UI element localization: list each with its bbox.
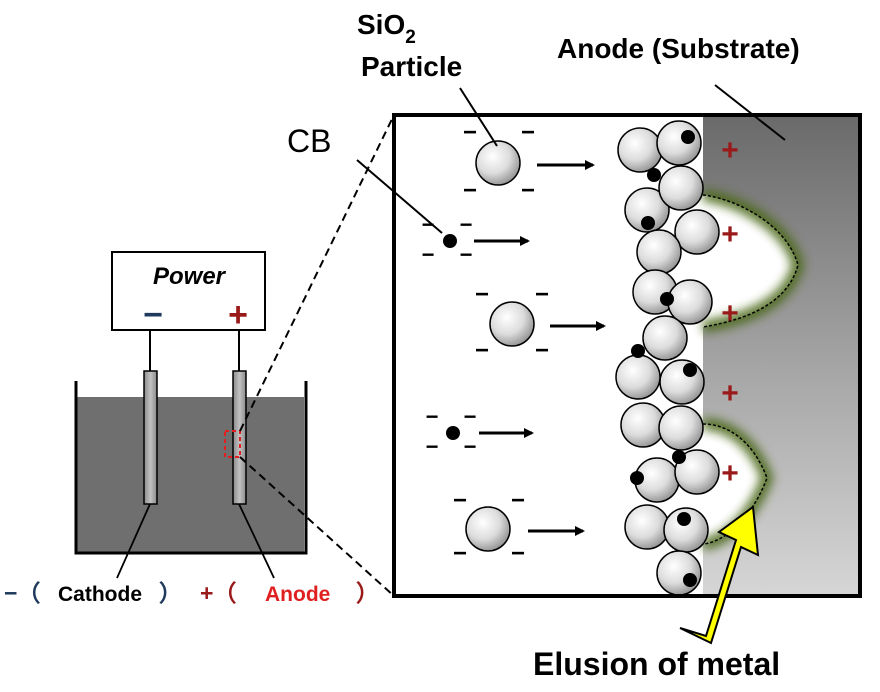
migrating-sio2-particle-2: − − − − bbox=[475, 281, 606, 364]
deposited-carbon-black bbox=[630, 130, 697, 587]
negative-charge: − bbox=[521, 177, 535, 204]
power-label: Power bbox=[153, 263, 227, 290]
cell-wires bbox=[149, 330, 240, 372]
negative-charge: − bbox=[460, 242, 473, 267]
carbon-black-particle bbox=[631, 344, 645, 358]
negative-charge: − bbox=[422, 242, 435, 267]
sio2-label-subscript: 2 bbox=[405, 27, 416, 48]
electrode-leader-lines bbox=[116, 503, 275, 579]
sio2-particle bbox=[658, 165, 704, 211]
anode-suffix: ） bbox=[356, 580, 379, 606]
sio2-particle bbox=[659, 359, 705, 405]
sio2-particle bbox=[615, 354, 661, 400]
negative-charge: − bbox=[453, 540, 467, 567]
carbon-black-particle bbox=[683, 573, 697, 587]
sio2-particle bbox=[642, 315, 688, 361]
cathode-prefix: −（ bbox=[4, 580, 40, 606]
negative-charge: − bbox=[475, 337, 489, 364]
migrating-sio2-particle-1: − − − − bbox=[463, 119, 595, 204]
power-minus-sign: − bbox=[143, 296, 163, 334]
sio2-particle bbox=[636, 229, 682, 275]
anode-positive-charges: + + + + + bbox=[721, 134, 739, 490]
positive-charge: + bbox=[721, 134, 739, 167]
sio2-particle bbox=[475, 140, 521, 186]
positive-charge: + bbox=[721, 457, 739, 490]
electrolyte-bath bbox=[74, 381, 308, 555]
negative-charge: − bbox=[453, 487, 467, 514]
zoom-region-marker bbox=[224, 430, 241, 458]
positive-charge: + bbox=[721, 218, 739, 251]
negative-charge: − bbox=[511, 487, 525, 514]
negative-charge: − bbox=[460, 212, 473, 237]
sio2-particle bbox=[624, 187, 670, 233]
negative-charge: − bbox=[464, 404, 477, 429]
negative-charge: − bbox=[464, 434, 477, 459]
sio2-label-main: SiO bbox=[357, 9, 405, 40]
negative-charge: − bbox=[535, 337, 549, 364]
sio2-particle bbox=[617, 127, 663, 173]
power-supply: Power − + bbox=[111, 251, 266, 334]
power-plus-sign: + bbox=[228, 296, 248, 334]
negative-charge: − bbox=[521, 119, 535, 146]
carbon-black-particle bbox=[647, 168, 661, 182]
positive-charge: + bbox=[721, 297, 739, 330]
negative-charge: − bbox=[511, 540, 525, 567]
negative-charge: − bbox=[475, 281, 489, 308]
migrating-sio2-particle-3: − − − − bbox=[453, 487, 585, 567]
carbon-black-particle bbox=[681, 130, 695, 144]
electrode-labels: −（ Cathode ） +（ Anode ） bbox=[4, 580, 379, 606]
negative-charge: − bbox=[426, 404, 439, 429]
positive-charge: + bbox=[721, 377, 739, 410]
sio2-particle bbox=[489, 301, 535, 347]
carbon-black-particle bbox=[446, 426, 460, 440]
deposited-particle-layer bbox=[615, 120, 720, 596]
elusion-arrow-icon bbox=[679, 505, 760, 645]
negative-charge: − bbox=[426, 434, 439, 459]
anode-label: Anode bbox=[265, 583, 330, 606]
anode-substrate bbox=[703, 116, 860, 596]
carbon-black-particle bbox=[630, 471, 644, 485]
anode-substrate-label: Anode (Substrate) bbox=[557, 33, 800, 64]
cb-label: CB bbox=[287, 123, 331, 159]
negative-charge: − bbox=[463, 177, 477, 204]
elusion-label: Elusion of metal bbox=[533, 646, 780, 682]
cathode-electrode bbox=[143, 370, 158, 505]
carbon-black-particle bbox=[677, 512, 691, 526]
particle-label: Particle bbox=[361, 51, 462, 82]
annotation-leader-lines bbox=[356, 84, 786, 234]
pit-boundary bbox=[702, 194, 799, 545]
sio2-label: SiO2 bbox=[357, 9, 416, 48]
zoom-projection-lines bbox=[239, 114, 395, 597]
carbon-black-particle bbox=[672, 450, 686, 464]
negative-charge: − bbox=[535, 281, 549, 308]
migrating-cb-particle-1: − − − − bbox=[422, 212, 530, 267]
sio2-particle bbox=[620, 402, 666, 448]
sio2-particle bbox=[658, 405, 704, 451]
cathode-suffix: ） bbox=[159, 580, 182, 606]
carbon-black-particle bbox=[443, 234, 457, 248]
zoom-box-frame bbox=[392, 113, 862, 598]
sio2-particle bbox=[674, 449, 720, 495]
magnified-view: + + + + + − − − − − − − − − − − bbox=[392, 113, 862, 598]
sio2-particle bbox=[656, 550, 702, 596]
anode-prefix: +（ bbox=[200, 580, 236, 606]
carbon-black-particle bbox=[660, 292, 674, 306]
carbon-black-particle bbox=[641, 216, 655, 230]
sio2-particle bbox=[674, 209, 720, 255]
cathode-label: Cathode bbox=[58, 583, 142, 606]
carbon-black-particle bbox=[683, 363, 697, 377]
negative-charge: − bbox=[463, 119, 477, 146]
sio2-particle bbox=[656, 120, 702, 166]
sio2-particle bbox=[624, 504, 670, 550]
migrating-cb-particle-2: − − − − bbox=[426, 404, 534, 459]
sio2-particle bbox=[465, 506, 511, 552]
